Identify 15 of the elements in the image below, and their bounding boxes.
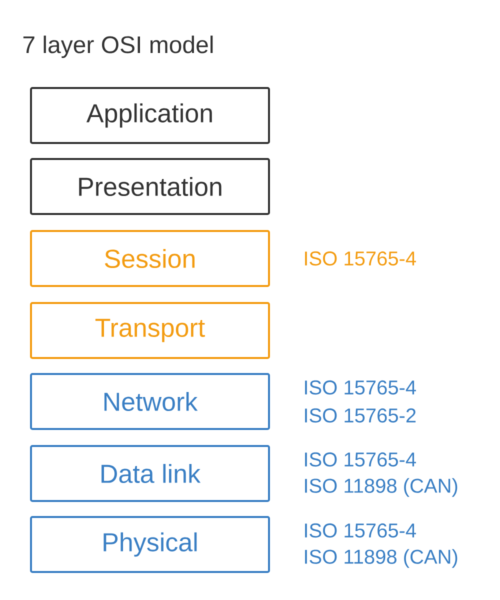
- standard-label: ISO 15765-4: [305, 380, 416, 395]
- layer-box: Presentation: [30, 158, 270, 215]
- standard-label: ISO 15765-4: [305, 452, 416, 467]
- standard-label: ISO 15765-2: [305, 408, 416, 423]
- layer-box: Application: [30, 87, 270, 144]
- standard-label: ISO 15765-4: [305, 251, 416, 266]
- layer-box: Data link: [30, 445, 270, 502]
- title: 7 layer OSI model: [23, 36, 213, 58]
- layer-box: Physical: [30, 516, 270, 573]
- standard-label: ISO 15765-4: [305, 523, 416, 538]
- layer-box: Session: [30, 230, 270, 287]
- layer-box: Transport: [30, 302, 270, 359]
- standard-label: ISO 11898 (CAN): [305, 549, 458, 568]
- layer-box: Network: [30, 373, 270, 430]
- standard-label: ISO 11898 (CAN): [305, 478, 458, 497]
